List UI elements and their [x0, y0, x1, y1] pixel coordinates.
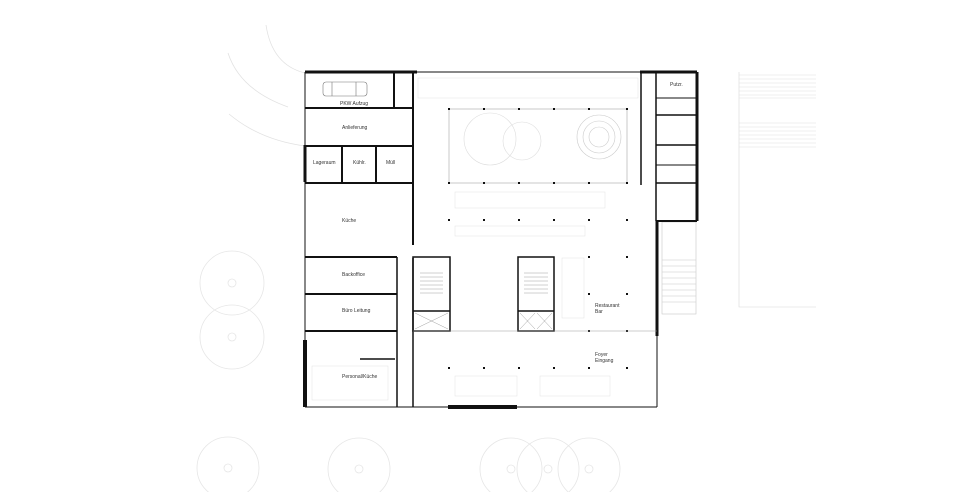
stairs: [414, 272, 553, 330]
trees: [196, 250, 621, 492]
ramp-arcs: [227, 24, 306, 147]
room-label-personal-kueche: Personal/Küche: [342, 374, 378, 380]
room-label-buero-leitung: Büro Leitung: [342, 308, 371, 314]
neighbour-building: [738, 72, 816, 308]
furniture: [311, 77, 639, 401]
room-label-foyer-eingang: Foyer Eingang: [595, 352, 614, 364]
walls: [303, 70, 699, 409]
room-label-muell: Müll: [386, 160, 396, 166]
room-label-pkw-aufzug: PKW Aufzug: [340, 101, 369, 107]
room-label-lagerraum: Lageraum: [313, 160, 336, 166]
car-icon: [322, 81, 368, 97]
columns: [448, 108, 628, 369]
room-label-kueche: Küche: [342, 218, 357, 224]
room-label-putzraum: Putzr.: [670, 82, 683, 88]
room-label-kuehlraum: Kühlr.: [353, 160, 366, 166]
room-label-restaurant-bar: Restaurant Bar: [595, 303, 620, 315]
atrium: [448, 108, 628, 184]
room-label-backoffice: Backoffice: [342, 272, 365, 278]
room-label-anlieferung: Anlieferung: [342, 125, 368, 131]
external-stair: [661, 221, 697, 315]
